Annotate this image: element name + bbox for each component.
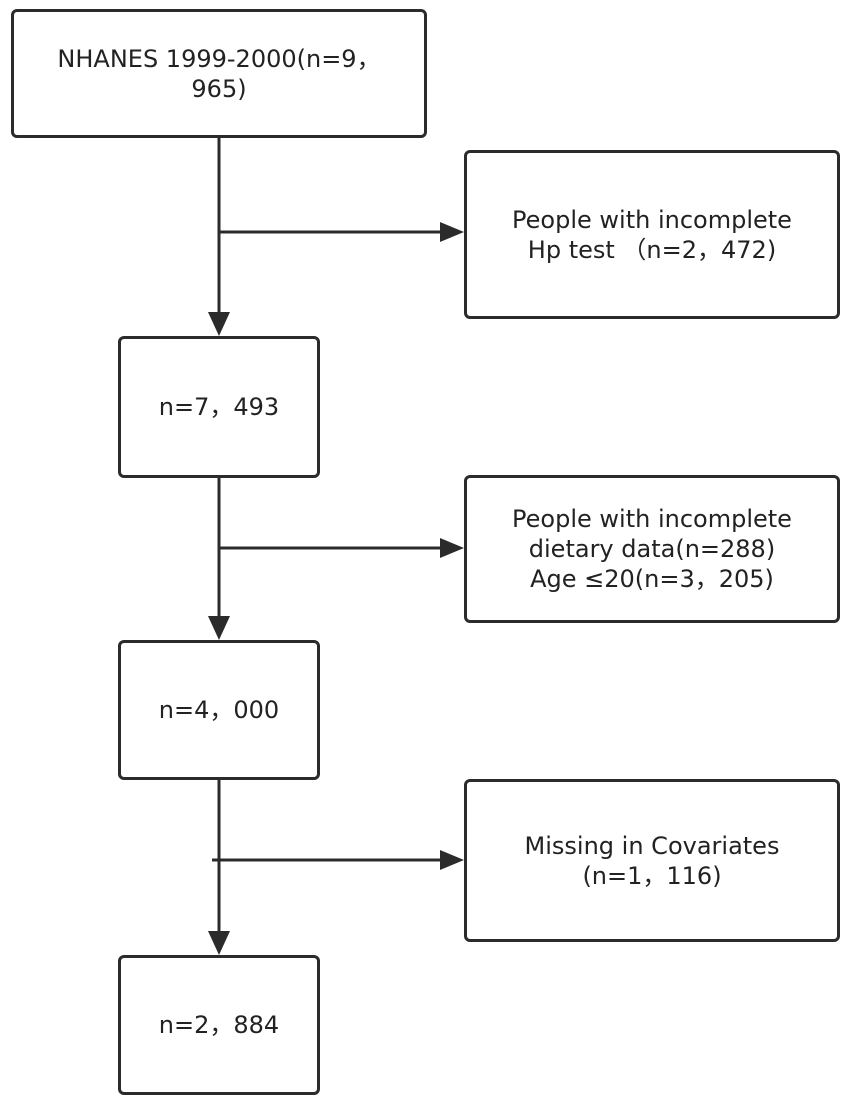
exclude-diet-line-3: Age ≤20(n=3，205)	[530, 565, 774, 593]
exclude-hp-line-2: Hp test （n=2，472)	[527, 235, 777, 264]
after-diet-box: n=4，000	[118, 640, 320, 780]
exclude-hp-box: People with incomplete Hp test （n=2，472)	[464, 150, 840, 319]
start-box: NHANES 1999-2000(n=9， 965)	[11, 9, 427, 138]
arrowhead-after-diet	[208, 616, 230, 640]
exclude-hp-line-1: People with incomplete	[512, 205, 792, 234]
final-count: n=2，884	[158, 1011, 280, 1039]
after-hp-count: n=7，493	[158, 393, 280, 421]
start-line-1: NHANES 1999-2000(n=9，	[57, 44, 381, 73]
after-hp-box: n=7，493	[118, 336, 320, 478]
start-line-2: 965)	[191, 74, 247, 103]
exclude-cov-box: Missing in Covariates (n=1，116)	[464, 779, 840, 942]
arrowhead-after-hp	[208, 312, 230, 336]
arrowhead-exclude-hp	[440, 222, 464, 242]
after-diet-count: n=4，000	[158, 696, 280, 724]
exclude-diet-line-1: People with incomplete	[512, 505, 792, 533]
arrowhead-exclude-cov	[440, 850, 464, 870]
exclude-cov-line-1: Missing in Covariates	[524, 831, 780, 860]
final-box: n=2，884	[118, 955, 320, 1095]
exclude-diet-box: People with incomplete dietary data(n=28…	[464, 475, 840, 623]
exclude-diet-line-2: dietary data(n=288)	[528, 535, 776, 563]
exclude-cov-line-2: (n=1，116)	[582, 861, 722, 890]
arrowhead-exclude-diet	[440, 538, 464, 558]
arrowhead-final	[208, 931, 230, 955]
